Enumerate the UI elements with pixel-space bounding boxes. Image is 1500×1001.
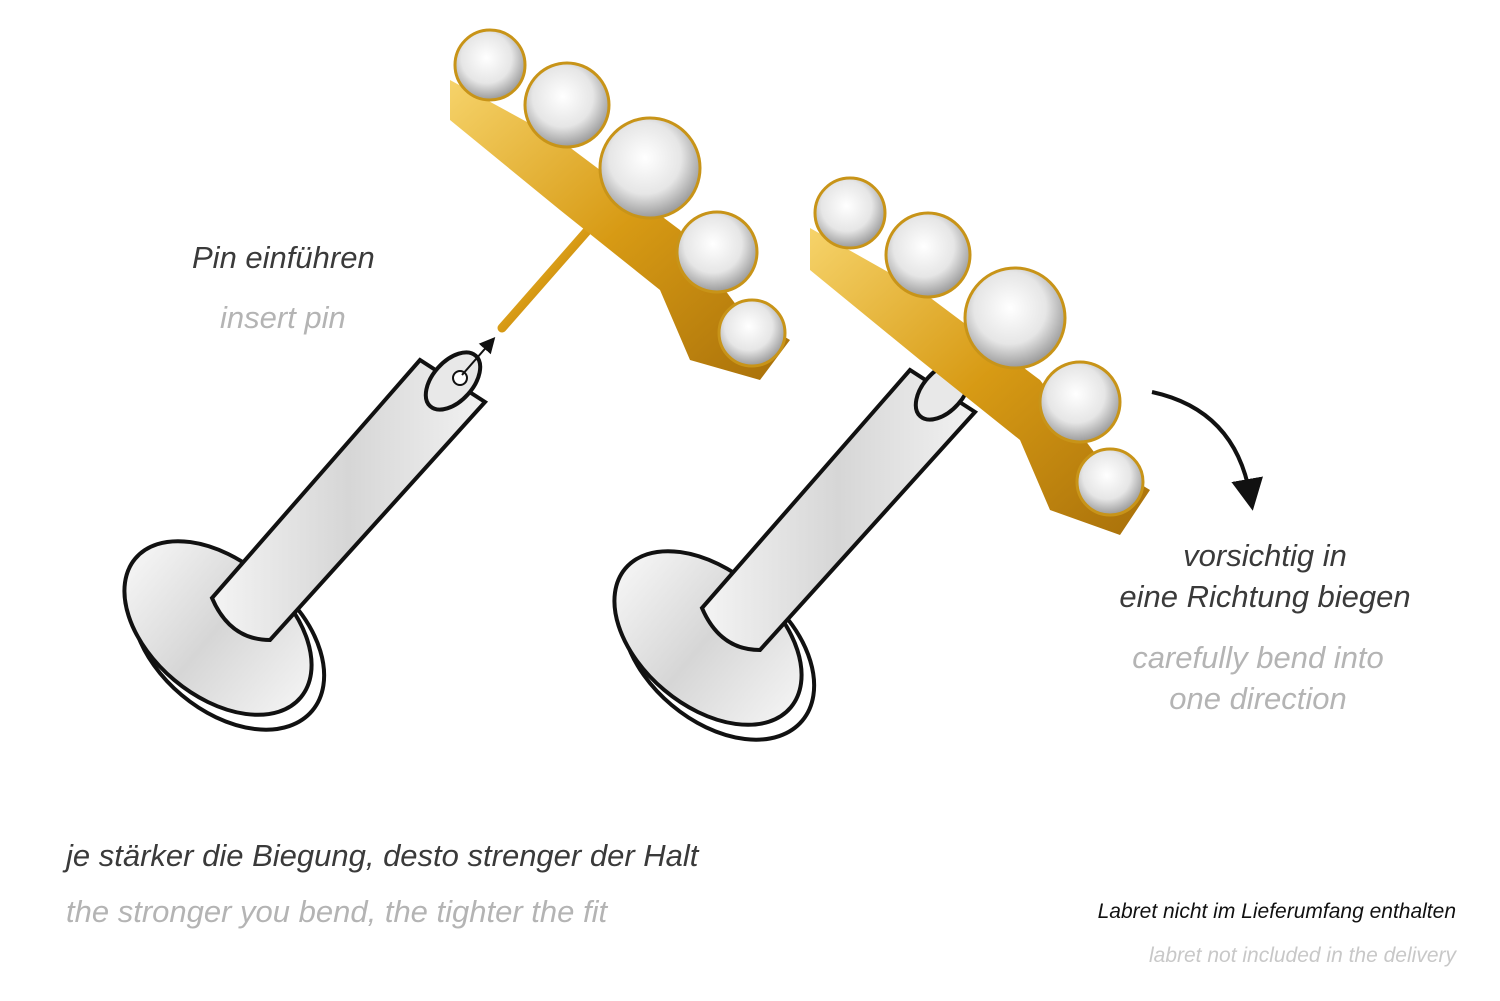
bend-arrow-icon: [1151, 390, 1263, 511]
delivery-note-en: labret not included in the delivery: [1148, 944, 1456, 967]
insert-arrow-icon: [461, 336, 496, 376]
bend-label-en-line2: one direction: [1169, 681, 1347, 716]
labret-right: [612, 360, 979, 742]
bend-label-en: carefully bend into one direction: [1053, 637, 1463, 719]
insert-label-en: insert pin: [220, 300, 346, 335]
labret-left: [122, 336, 496, 732]
fit-note-de: je stärker die Biegung, desto strenger d…: [66, 838, 699, 873]
delivery-note-de: Labret nicht im Lieferumfang enthalten: [1097, 900, 1456, 923]
fit-note-en: the stronger you bend, the tighter the f…: [66, 894, 608, 929]
insert-label-de: Pin einführen: [192, 240, 375, 275]
bend-label-de: vorsichtig in eine Richtung biegen: [1060, 535, 1470, 617]
bend-label-en-line1: carefully bend into: [1132, 640, 1384, 675]
gold-top-left: [450, 28, 790, 380]
bend-label-de-line1: vorsichtig in: [1183, 538, 1347, 573]
gold-top-right: [810, 176, 1150, 535]
bend-label-de-line2: eine Richtung biegen: [1119, 579, 1411, 614]
